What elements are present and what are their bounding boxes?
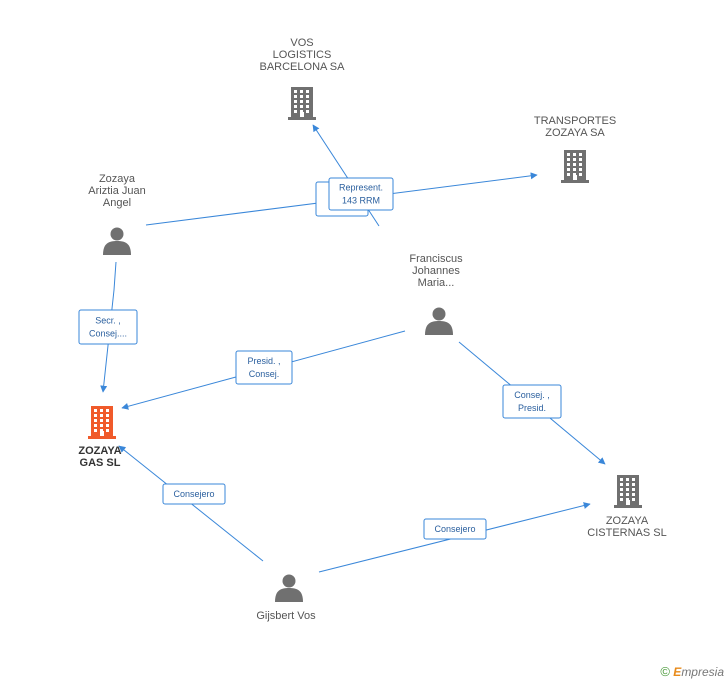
person-icon [103,227,131,255]
node-label: Ariztia Juan [88,185,145,197]
node-label: ZOZAYA [606,515,649,527]
building-icon [561,150,589,183]
edge-label-box [78,309,138,345]
edge-label-box [235,350,293,385]
edge-label-text: Represent. [339,183,383,193]
edge-label-text: Presid. [518,403,546,413]
person-icon [425,307,453,335]
edge-label-text: Consejero [434,524,475,534]
edge-label-box [423,518,487,540]
node-label: Maria... [418,277,455,289]
edge-label-text: 143 RRM [342,196,380,206]
building-icon [614,475,642,508]
edge-zozaya_ariztia-to-zozaya_gas [100,261,117,393]
node-label: VOS [290,37,313,49]
edge-label[interactable]: Secr. , Consej.... [78,309,138,345]
edge-label[interactable]: Consejero [162,483,226,505]
node-label: BARCELONA SA [260,61,346,73]
edge-label-text: Consej. [249,369,280,379]
node-label: CISTERNAS SL [587,527,666,539]
node-label: Johannes [412,265,460,277]
edge-label-text: Consej. , [514,390,550,400]
edge-label-box [328,177,394,211]
edge-label[interactable]: Consej. , Presid. [502,384,562,419]
edge-label-text: Secr. , [95,316,121,326]
edge-label-text: Consejero [173,489,214,499]
node-gijsbert[interactable]: Gijsbert Vos [256,574,316,623]
edge-label-box [162,483,226,505]
node-label: TRANSPORTES [534,115,616,127]
node-label: Gijsbert Vos [256,610,316,622]
brand-watermark: © Empresia [660,664,724,679]
building-icon [288,87,316,120]
node-label: ZOZAYA [78,445,121,457]
node-label: Franciscus [409,253,463,265]
edge-label[interactable]: Presid. , Consej. [235,350,293,385]
node-label: Angel [103,197,131,209]
edge-label[interactable]: Consejero [423,518,487,540]
edge-label-text: Presid. , [247,356,280,366]
edge-label-text: Consej.... [89,329,127,339]
edge-label-box [502,384,562,419]
copyright-symbol: © [660,664,670,679]
node-label: Zozaya [99,173,136,185]
brand-first-letter: E [673,665,682,679]
building-icon [88,406,116,439]
node-franciscus[interactable]: FranciscusJohannesMaria... [409,253,463,335]
person-icon [275,574,303,602]
node-label: ZOZAYA SA [545,127,605,139]
node-label: GAS SL [80,457,121,469]
edge-label[interactable]: Represent. 143 RRM [328,177,394,211]
node-label: LOGISTICS [273,49,332,61]
brand-name: mpresia [681,665,724,679]
